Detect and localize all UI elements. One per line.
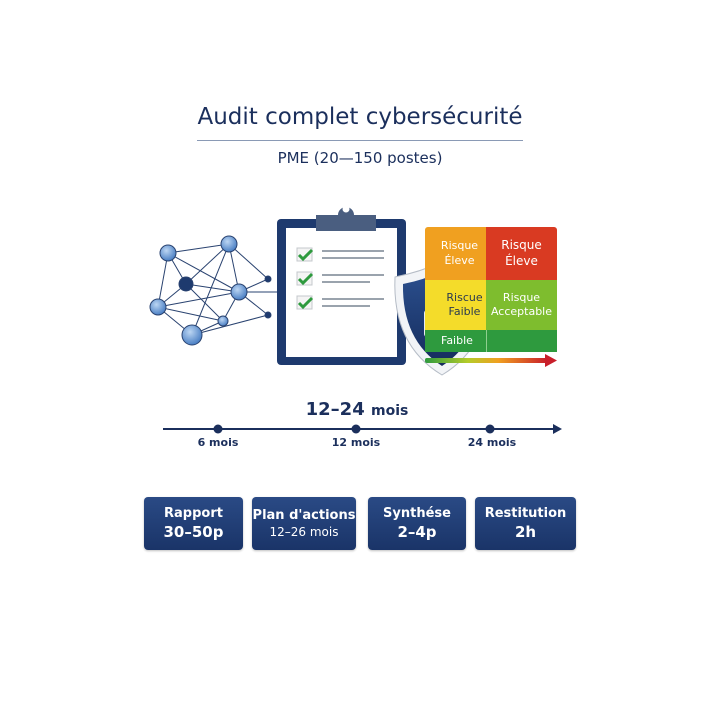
- risk-cell-low-yellow: Riscue Faible: [425, 280, 486, 330]
- timeline-dot-12: [351, 424, 361, 434]
- risk-cell-empty: [486, 330, 557, 352]
- title-divider: [197, 140, 523, 141]
- network-icon: [149, 235, 277, 346]
- deliverable-rapport: Rapport 30–50p: [144, 497, 243, 550]
- deliverable-title: Restitution: [484, 506, 567, 521]
- deliverable-value: 30–50p: [163, 523, 224, 541]
- deliverable-value: 12–26 mois: [269, 525, 339, 539]
- timeline-dot-6: [213, 424, 223, 434]
- deliverable-title: Rapport: [164, 506, 223, 521]
- clipboard-checklist-icon: [277, 205, 406, 365]
- deliverable-restitution: Restitution 2h: [475, 497, 576, 550]
- timeline-label-6: 6 mois: [197, 436, 239, 449]
- range-number: 12–24: [305, 399, 365, 420]
- timeline: [163, 420, 563, 439]
- page-title: Audit complet cybersécurité: [197, 104, 523, 130]
- deliverable-title: Synthése: [383, 506, 451, 521]
- timeline-dot-24: [485, 424, 495, 434]
- deliverable-value: 2h: [514, 523, 537, 541]
- range-unit: mois: [371, 403, 409, 419]
- deliverable-value: 2–4p: [397, 523, 437, 541]
- deliverable-synthese: Synthése 2–4p: [368, 497, 466, 550]
- timeline-range: 12–24 mois: [257, 399, 457, 420]
- deliverable-title: Plan d'actions: [252, 508, 356, 523]
- risk-gradient-arrow: [425, 354, 557, 367]
- page-subtitle: PME (20—150 postes): [277, 149, 443, 167]
- timeline-label-12: 12 mois: [331, 436, 381, 449]
- risk-cell-high-red: Risque Éleve: [486, 227, 557, 280]
- illustration: Risque Éleve Risque Éleve Riscue Faible …: [140, 200, 570, 380]
- risk-cell-acceptable: Risque Acceptable: [486, 280, 557, 330]
- deliverable-plan-actions: Plan d'actions 12–26 mois: [252, 497, 356, 550]
- risk-cell-high-orange: Risque Éleve: [425, 227, 486, 280]
- risk-cell-faible: Faible: [425, 330, 486, 352]
- timeline-label-24: 24 mois: [467, 436, 517, 449]
